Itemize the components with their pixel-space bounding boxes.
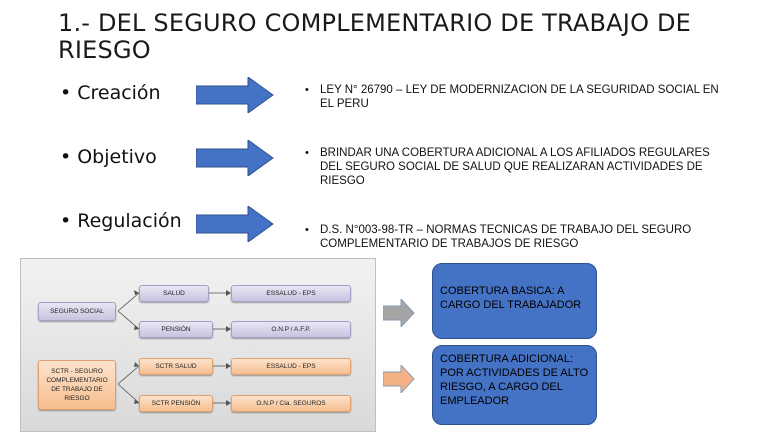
pension-box: PENSIÓN (139, 321, 213, 338)
sctr-box: SCTR - SEGURO COMPLEMENTARIO DE TRABAJO … (38, 360, 116, 410)
salud-box: SALUD (139, 285, 209, 302)
topic-label: Creación (77, 82, 161, 104)
insurance-diagram: SEGURO SOCIAL SALUD ESSALUD - EPS PENSIÓ… (20, 258, 376, 432)
description-regulacion: • D.S. N°003-98-TR – NORMAS TECNICAS DE … (305, 223, 725, 251)
description-text: D.S. N°003-98-TR – NORMAS TECNICAS DE TR… (320, 224, 692, 250)
right-arrow-gray-icon (383, 299, 415, 327)
essalud-eps-box: ESSALUD - EPS (231, 285, 351, 302)
essalud-eps-box-2: ESSALUD - EPS (231, 358, 351, 375)
sctr-pension-box: SCTR PENSIÓN (139, 395, 213, 412)
diagram-connectors (117, 290, 231, 406)
sctr-salud-box: SCTR SALUD (139, 358, 213, 375)
right-arrow-orange-icon (383, 365, 415, 393)
slide-title: 1.- DEL SEGURO COMPLEMENTARIO DE TRABAJO… (58, 9, 692, 64)
desc-bullet: • (305, 147, 309, 159)
coverage-basic-box: COBERTURA BASICA: A CARGO DEL TRABAJADOR (432, 263, 597, 339)
topic-objetivo: •Objetivo (60, 146, 157, 168)
description-text: LEY N° 26790 – LEY DE MODERNIZACION DE L… (320, 84, 719, 110)
topic-label: Objetivo (77, 146, 157, 168)
desc-bullet: • (305, 224, 309, 236)
right-arrow-icon (196, 77, 274, 113)
topic-bullet: • (60, 82, 72, 104)
topic-bullet: • (60, 146, 72, 168)
topic-creacion: •Creación (60, 82, 161, 104)
description-objetivo: • BRINDAR UNA COBERTURA ADICIONAL A LOS … (305, 146, 725, 188)
topic-regulacion: •Regulación (60, 210, 182, 232)
desc-bullet: • (305, 84, 309, 96)
topic-label: Regulación (77, 210, 182, 232)
coverage-additional-box: COBERTURA ADICIONAL: POR ACTIVIDADES DE … (432, 345, 597, 425)
description-creacion: • LEY N° 26790 – LEY DE MODERNIZACION DE… (305, 83, 725, 111)
topic-bullet: • (60, 210, 72, 232)
onp-seguros-box: O.N.P / Cía. SEGUROS (231, 395, 351, 412)
seguro-social-box: SEGURO SOCIAL (38, 302, 116, 321)
right-arrow-icon (196, 140, 274, 176)
right-arrow-icon (196, 206, 274, 242)
onp-afp-box: O.N.P / A.F.P. (231, 321, 351, 338)
description-text: BRINDAR UNA COBERTURA ADICIONAL A LOS AF… (320, 147, 710, 187)
